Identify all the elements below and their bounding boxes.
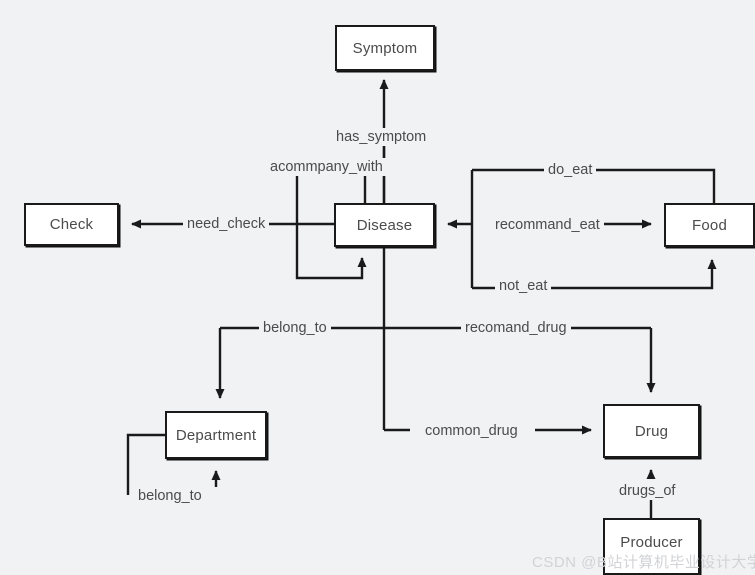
edge-label-drugs-of: drugs_of bbox=[615, 482, 680, 500]
edge-belong-to-self bbox=[126, 433, 165, 495]
node-food-label: Food bbox=[692, 216, 727, 234]
node-producer[interactable]: Producer bbox=[603, 518, 700, 575]
watermark: CSDN @B站计算机毕业设计大学 bbox=[532, 554, 755, 571]
node-drug[interactable]: Drug bbox=[603, 404, 700, 458]
node-disease[interactable]: Disease bbox=[334, 203, 435, 247]
edge-label-not-eat: not_eat bbox=[495, 277, 552, 295]
node-symptom[interactable]: Symptom bbox=[335, 25, 435, 71]
edge-label-acommpany-with: acommpany_with bbox=[266, 158, 387, 176]
edge-label-recomand-drug: recomand_drug bbox=[461, 319, 571, 337]
edge-label-belong-to: belong_to bbox=[259, 319, 331, 337]
edge-label-belong-to-self: belong_to bbox=[134, 487, 206, 505]
node-check[interactable]: Check bbox=[24, 203, 119, 246]
node-department-label: Department bbox=[175, 426, 257, 444]
edge-label-has-symptom: has_symptom bbox=[332, 128, 431, 146]
edge-label-do-eat: do_eat bbox=[544, 161, 597, 179]
edge-acommpany-with-path bbox=[295, 167, 367, 280]
edge-label-recommand-eat: recommand_eat bbox=[491, 216, 604, 234]
node-drug-label: Drug bbox=[634, 422, 669, 440]
node-producer-label: Producer bbox=[620, 534, 683, 551]
node-department[interactable]: Department bbox=[165, 411, 267, 459]
node-check-label: Check bbox=[49, 216, 94, 233]
edge-not-eat bbox=[472, 259, 717, 290]
node-disease-label: Disease bbox=[356, 216, 413, 234]
edge-label-need-check: need_check bbox=[183, 215, 270, 233]
edge-label-common-drug: common_drug bbox=[421, 422, 522, 440]
node-symptom-label: Symptom bbox=[352, 39, 418, 57]
node-food[interactable]: Food bbox=[664, 203, 755, 247]
